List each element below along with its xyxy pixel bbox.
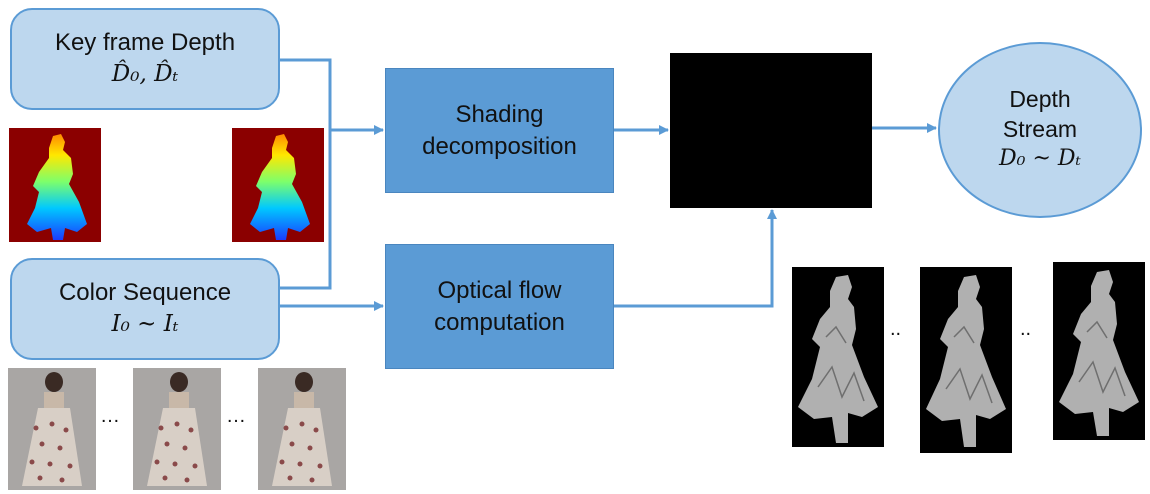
render-thumbnail-3 [1053, 262, 1145, 440]
color-frames-ellipsis-2: … [226, 405, 246, 427]
arrow-color-to-shading [280, 130, 332, 290]
render-thumbnail-2 [920, 267, 1012, 453]
depth-stream-ellipse: Depth Stream D₀ ~ Dₜ [938, 42, 1142, 218]
color-sequence-math: I₀ ~ Iₜ [111, 311, 179, 338]
render-thumbnail-1 [792, 267, 884, 447]
keyframe-depth-math: D̂₀, D̂ₜ [111, 61, 179, 88]
keyframe-depth-title: Key frame Depth [54, 29, 236, 57]
color-frame-thumbnail-3 [258, 368, 346, 490]
depth-map-thumbnail-2 [232, 128, 324, 242]
color-frame-thumbnail-1 [8, 368, 96, 490]
arrow-optical-to-fusion [614, 209, 777, 308]
optical-flow-box: Optical flow computation [385, 244, 614, 369]
fusion-black-box [670, 53, 872, 208]
output-line-1: Depth [1009, 85, 1071, 112]
keyframe-depth-box: Key frame Depth D̂₀, D̂ₜ [10, 8, 280, 110]
optical-line-1: Optical flow [437, 277, 562, 305]
renders-ellipsis-1: .. [890, 318, 902, 340]
arrow-keyframe-to-shading [280, 58, 384, 135]
optical-line-2: computation [434, 308, 565, 336]
renders-ellipsis-2: .. [1020, 318, 1032, 340]
shading-decomposition-box: Shading decomposition [385, 68, 614, 193]
shading-line-1: Shading [455, 101, 544, 129]
shading-line-2: decomposition [422, 132, 577, 160]
output-line-2: Stream [1002, 115, 1078, 142]
color-sequence-box: Color Sequence I₀ ~ Iₜ [10, 258, 280, 360]
color-sequence-title: Color Sequence [58, 279, 232, 307]
color-frames-ellipsis-1: … [100, 405, 120, 427]
depth-map-thumbnail-1 [9, 128, 101, 242]
color-frame-thumbnail-2 [133, 368, 221, 490]
output-math: D₀ ~ Dₜ [999, 146, 1081, 172]
